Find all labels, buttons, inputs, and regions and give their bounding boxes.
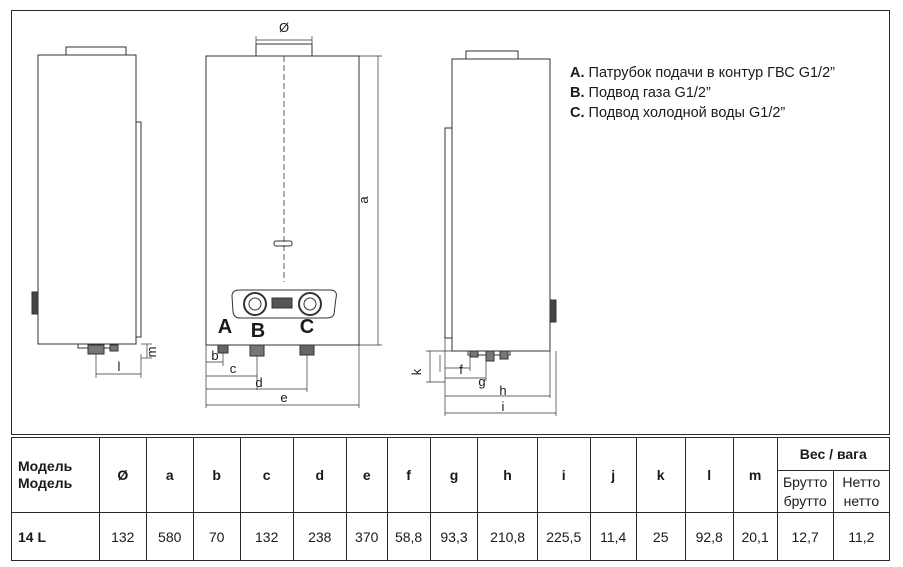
dim-label-i: i: [502, 399, 505, 414]
column-header: e: [345, 437, 388, 513]
side-view-left: [31, 46, 152, 378]
value-cell: 238: [292, 512, 347, 561]
value-cell: 370: [345, 512, 388, 561]
connection-label-a: A: [218, 316, 232, 338]
value-cell: 210,8: [477, 512, 538, 561]
dim-label-diameter: Ø: [279, 20, 289, 35]
value-cell: 92,8: [684, 512, 734, 561]
connections-legend: A. Патрубок подачи в контур ГВС G1/2” B.…: [570, 63, 835, 123]
dim-label-d: d: [255, 375, 262, 390]
dim-label-h: h: [499, 383, 506, 398]
value-cell: 20,1: [732, 512, 778, 561]
dim-label-c: c: [230, 361, 237, 376]
side-view-right: [426, 50, 557, 416]
connection-label-c: C: [300, 316, 314, 338]
column-header: f: [386, 437, 431, 513]
connection-label-b: B: [251, 320, 265, 342]
weight-header: Вес / вага: [776, 437, 891, 471]
column-header: d: [292, 437, 347, 513]
column-header: b: [192, 437, 241, 513]
dim-label-m: m: [144, 347, 159, 358]
netto-cell: 11,2: [832, 512, 891, 561]
value-cell: 11,4: [589, 512, 637, 561]
value-cell: 58,8: [386, 512, 431, 561]
column-header: j: [589, 437, 637, 513]
value-cell: 93,3: [429, 512, 479, 561]
brutto-cell: 12,7: [776, 512, 834, 561]
value-cell: 132: [239, 512, 294, 561]
technical-drawing: Ø a b c d e l m f g h i k A B C: [31, 20, 557, 416]
front-view: [205, 36, 382, 408]
drawing-frame: [11, 10, 890, 435]
legend-item-c: C. Подвод холодной воды G1/2”: [570, 105, 786, 121]
model-cell: 14 L: [11, 512, 100, 561]
column-header: Ø: [98, 437, 147, 513]
dim-label-g: g: [478, 374, 485, 389]
legend-item-a: A. Патрубок подачи в контур ГВС G1/2”: [570, 65, 835, 81]
dim-label-a: a: [356, 196, 371, 204]
column-header: m: [732, 437, 778, 513]
legend-item-b: B. Подвод газа G1/2”: [570, 85, 711, 101]
column-header: g: [429, 437, 479, 513]
dim-label-l: l: [118, 359, 121, 374]
column-header: l: [684, 437, 734, 513]
column-header: h: [477, 437, 538, 513]
dim-label-k: k: [409, 368, 424, 375]
dim-label-e: e: [280, 390, 287, 405]
value-cell: 580: [145, 512, 194, 561]
dim-label-b: b: [211, 348, 218, 363]
value-cell: 70: [192, 512, 241, 561]
value-cell: 25: [635, 512, 686, 561]
column-header: i: [536, 437, 591, 513]
column-header: a: [145, 437, 194, 513]
column-header: k: [635, 437, 686, 513]
table-row: 14 L 132 580 70 132 238 370 58,8 93,3 21…: [11, 512, 891, 561]
value-cell: 132: [98, 512, 147, 561]
column-header: c: [239, 437, 294, 513]
dim-label-f: f: [459, 362, 463, 377]
value-cell: 225,5: [536, 512, 591, 561]
